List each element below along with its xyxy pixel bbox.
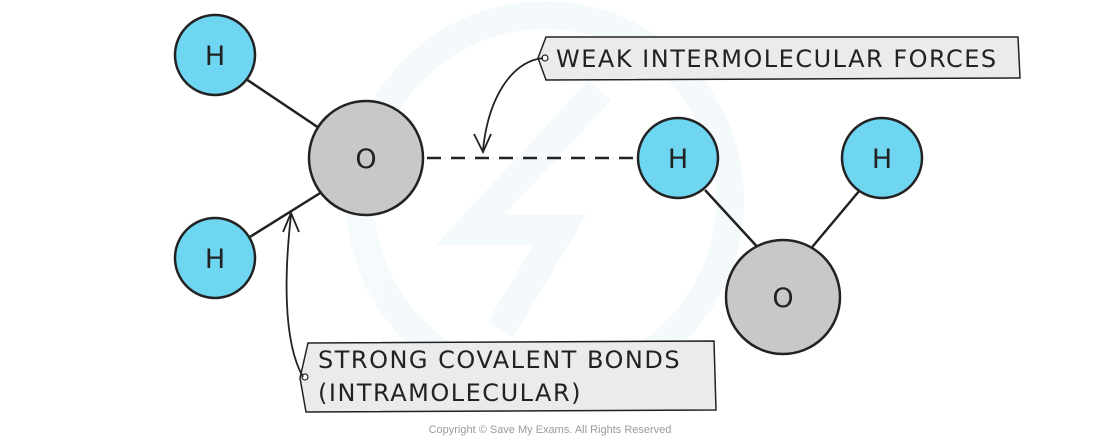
strong-bonds-label-line1: STRONG COVALENT BONDS: [318, 346, 681, 374]
strong-bonds-arrow: [285, 214, 304, 378]
copyright-notice: Copyright © Save My Exams. All Rights Re…: [429, 424, 672, 436]
weak-forces-callout-box: [537, 36, 1021, 81]
weak-forces-callout: WEAK INTERMOLECULAR FORCES: [473, 36, 1021, 155]
covalent-bond-left-top: [239, 73, 326, 134]
right-hydrogen-left-label: H: [668, 144, 688, 175]
covalent-bond-right-left: [704, 189, 763, 253]
right-hydrogen-right-label: H: [872, 144, 892, 175]
right-oxygen-label: O: [772, 283, 793, 314]
strong-bonds-callout: STRONG COVALENT BONDS (INTRAMOLECULAR): [282, 210, 717, 413]
strong-bonds-label-line2: (INTRAMOLECULAR): [318, 379, 582, 407]
right-hydrogen-right: H: [840, 116, 924, 200]
left-oxygen: O: [307, 99, 425, 217]
covalent-bond-left-bottom: [244, 188, 326, 242]
weak-forces-label: WEAK INTERMOLECULAR FORCES: [556, 45, 998, 73]
left-hydrogen-top-label: H: [205, 41, 225, 72]
left-hydrogen-bottom-label: H: [205, 244, 225, 275]
right-oxygen: O: [724, 238, 842, 356]
weak-forces-arrowhead: [473, 133, 492, 155]
left-hydrogen-top: H: [173, 13, 257, 97]
covalent-bond-right-right: [807, 189, 861, 253]
right-hydrogen-left: H: [636, 116, 720, 200]
strong-bonds-arrowhead: [282, 210, 300, 233]
left-oxygen-label: O: [355, 144, 376, 175]
left-hydrogen-bottom: H: [173, 216, 257, 300]
weak-forces-arrow: [482, 57, 544, 151]
